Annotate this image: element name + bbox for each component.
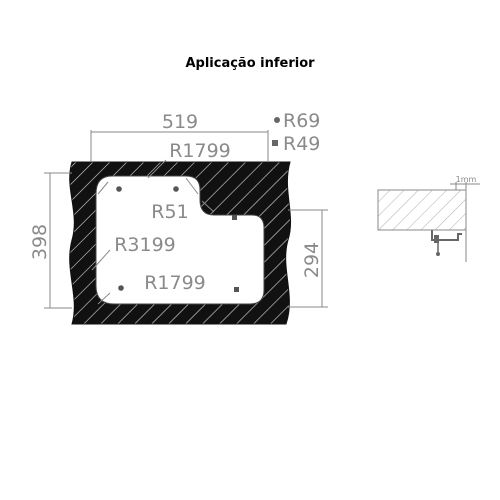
legend-circle-label: R69: [283, 110, 320, 132]
radius-inner-label: R51: [151, 201, 188, 223]
leader-line: [147, 159, 167, 179]
height-dimension: 398: [29, 224, 51, 260]
leader-line: [97, 181, 109, 195]
width-dimension: 519: [162, 111, 198, 133]
square-marker-icon: [272, 140, 278, 146]
circle-marker-icon: [173, 186, 179, 192]
leader-line: [185, 177, 199, 195]
radius-left-label: R3199: [114, 234, 176, 256]
page-title: Aplicação inferior: [185, 56, 315, 71]
legend-square-label: R49: [283, 133, 320, 155]
square-marker-icon: [232, 215, 237, 220]
square-marker-icon: [234, 287, 239, 292]
leader-line: [201, 200, 215, 213]
radius-bottom-label: R1799: [144, 272, 206, 294]
leader-line: [91, 249, 111, 271]
small-height-dimension: 294: [301, 242, 323, 278]
leader-line: [97, 292, 111, 305]
circle-marker-icon: [274, 117, 280, 123]
gap-label: 1mm: [456, 175, 477, 184]
radius-top-label: R1799: [169, 140, 231, 162]
cross-section-detail: 1mm: [377, 175, 480, 262]
circle-marker-icon: [118, 285, 124, 291]
sink-bowl: [95, 175, 265, 305]
circle-marker-icon: [116, 186, 122, 192]
